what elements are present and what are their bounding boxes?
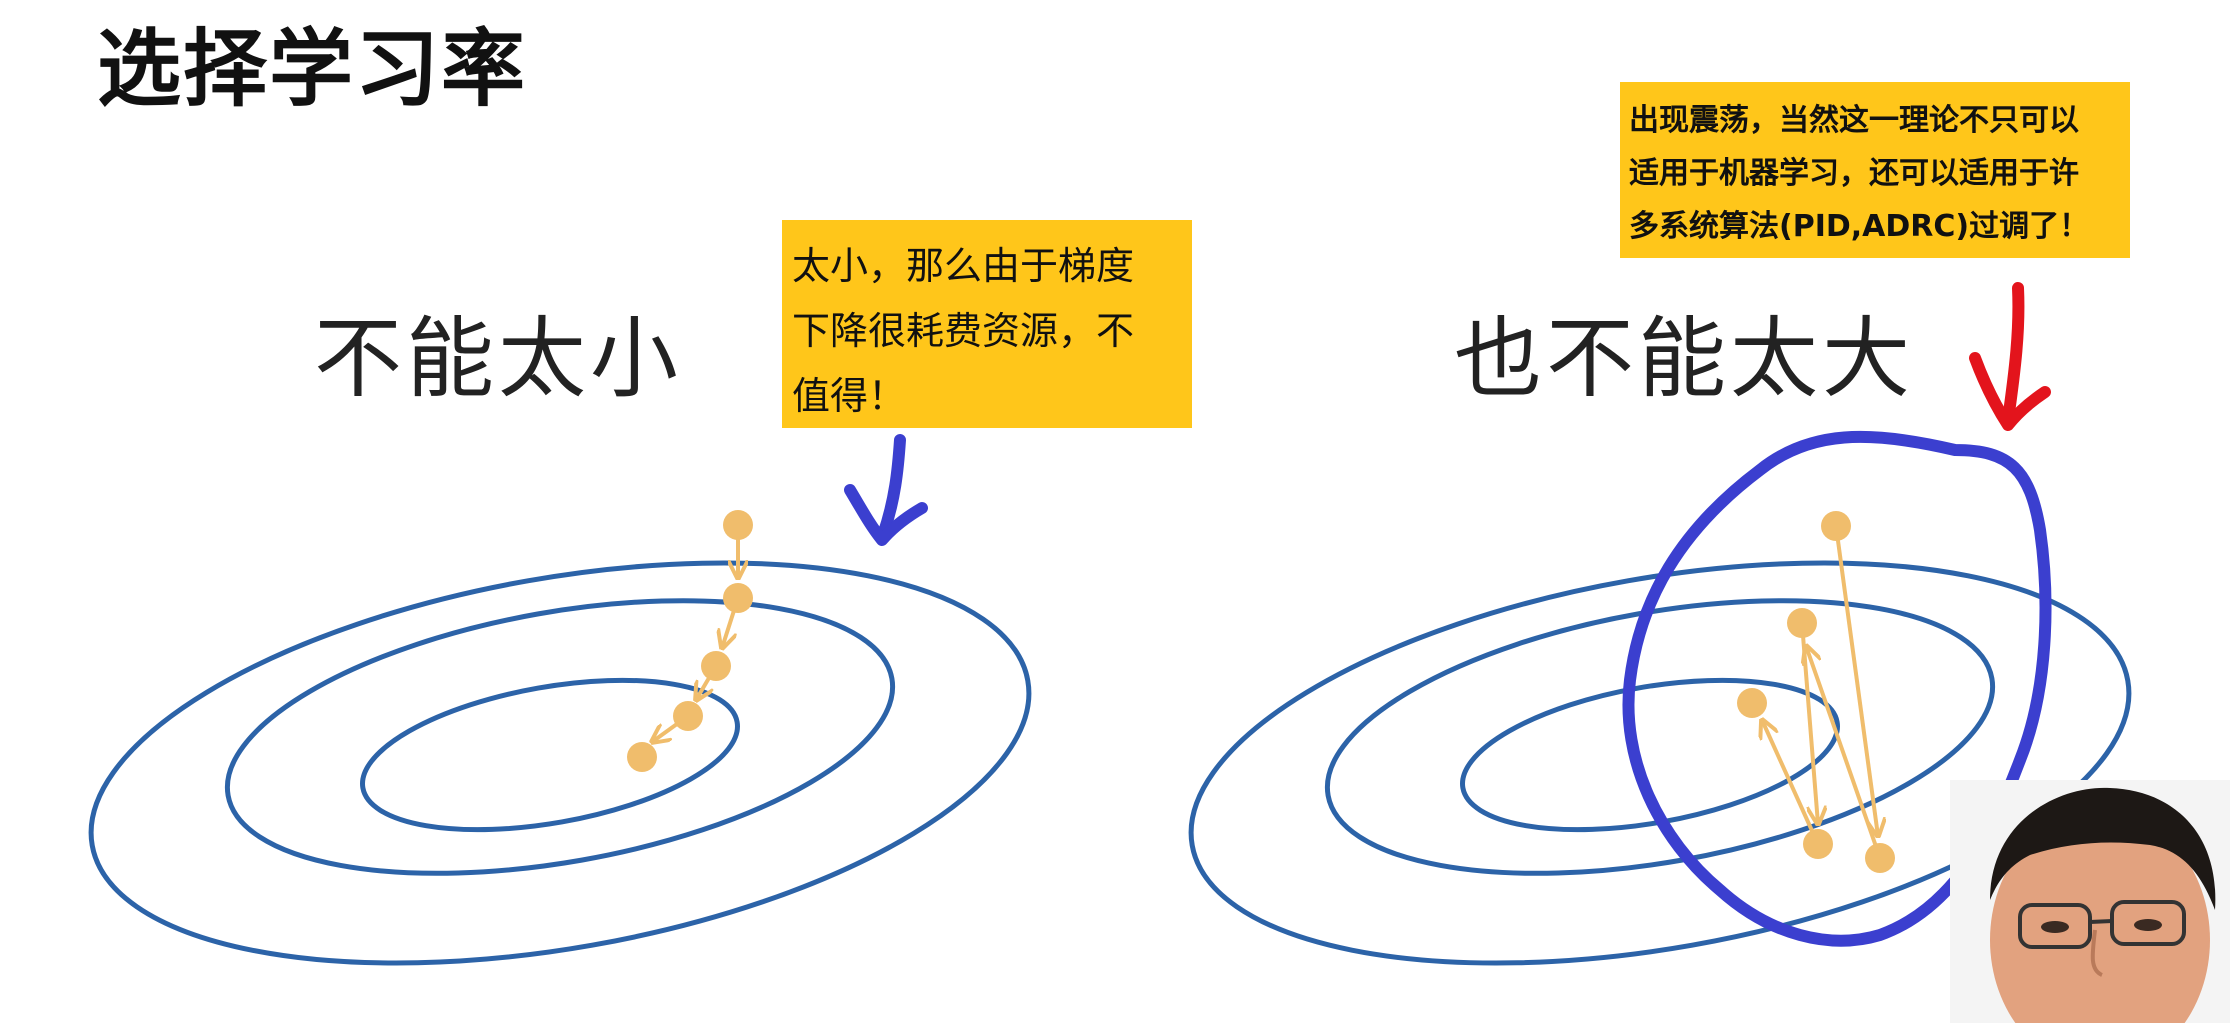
- step-point: [627, 742, 657, 772]
- hand-drawn-circle: [1622, 430, 2052, 947]
- hand-drawn-arrow-down-icon: [844, 434, 928, 546]
- step-point: [673, 701, 703, 731]
- contour-outer: [1188, 560, 2132, 966]
- contour-inner: [360, 677, 740, 833]
- presenter-face: [1950, 780, 2230, 1023]
- slide-title: 选择学习率: [97, 20, 528, 118]
- step-arrow: [1800, 622, 1818, 824]
- contour-set-left: [88, 560, 1032, 966]
- step-arrow: [1834, 525, 1878, 836]
- contour-middle: [1324, 598, 1996, 876]
- presenter-webcam: [1950, 780, 2230, 1023]
- step-point: [1865, 843, 1895, 873]
- step-point: [1737, 688, 1767, 718]
- step-arrow: [1806, 646, 1882, 859]
- step-point: [723, 583, 753, 613]
- contour-set-right: [1188, 560, 2132, 966]
- step-point: [1787, 608, 1817, 638]
- heading-too-small: 不能太小: [314, 307, 683, 410]
- step-point: [1821, 511, 1851, 541]
- gradient-path-small: [627, 510, 753, 772]
- note-line: 太小，那么由于梯度: [792, 244, 1135, 288]
- step-point: [1803, 829, 1833, 859]
- hand-drawn-arrow-down-icon: [1969, 282, 2051, 431]
- note-line: 多系统算法(PID,ADRC)过调了！: [1629, 209, 2090, 244]
- step-point: [723, 510, 753, 540]
- note-line: 适用于机器学习，还可以适用于许: [1629, 156, 2079, 191]
- step-arrow: [1762, 720, 1820, 845]
- note-too-large: 出现震荡，当然这一理论不只可以 适用于机器学习，还可以适用于许 多系统算法(PI…: [1620, 82, 2130, 258]
- gradient-path-large: [1737, 511, 1895, 873]
- contour-middle: [224, 598, 896, 876]
- note-too-small: 太小，那么由于梯度 下降很耗费资源，不 值得！: [782, 220, 1192, 428]
- note-line: 下降很耗费资源，不: [792, 309, 1135, 353]
- note-line: 出现震荡，当然这一理论不只可以: [1629, 103, 2079, 138]
- note-line: 值得！: [792, 374, 907, 418]
- contour-outer: [88, 560, 1032, 966]
- heading-too-large: 也不能太大: [1454, 307, 1915, 410]
- step-point: [701, 651, 731, 681]
- contour-inner: [1460, 677, 1840, 833]
